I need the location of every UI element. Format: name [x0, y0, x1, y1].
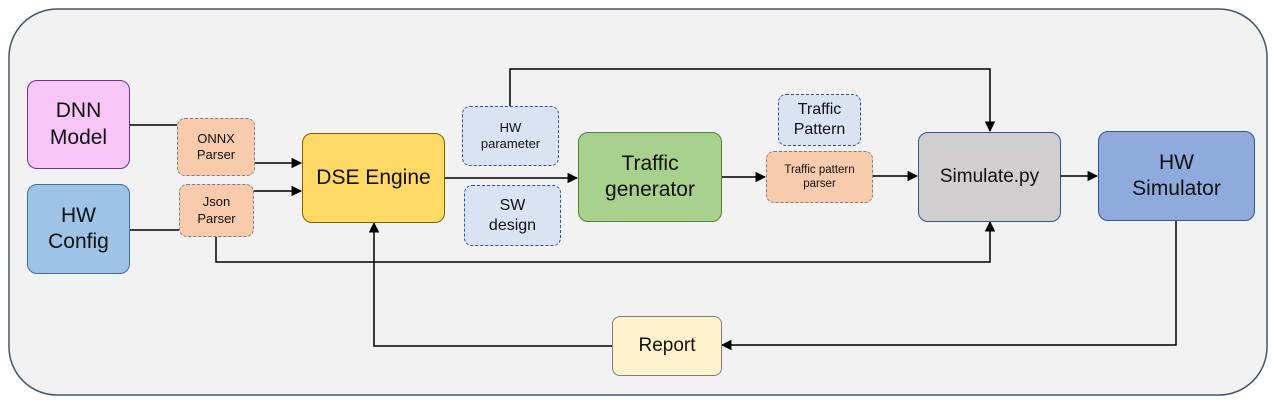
dnn-model-label-line2: Model	[49, 125, 108, 149]
hw-config-label-line2: Config	[48, 230, 109, 253]
dse-engine-node: DSE Engine	[302, 133, 445, 223]
onnx-parser-node: ONNX Parser	[177, 118, 255, 176]
traffic-pattern-label-line2: Pattern	[793, 121, 846, 138]
traffic-pattern-label-line1: Traffic	[797, 101, 842, 118]
hw-parameter-node: HW parameter	[462, 106, 559, 166]
dnn-model-node: DNN Model	[27, 80, 130, 169]
json-parser-label-line1: Json	[202, 194, 231, 210]
report-label: Report	[638, 335, 696, 357]
traffic-pattern-parser-label-line2: parser	[803, 178, 836, 190]
arrow-hw-simulator-to-report	[720, 220, 1177, 351]
onnx-parser-label-line1: ONNX	[197, 130, 235, 146]
dnn-model-label-line1: DNN	[55, 99, 102, 123]
sw-design-label-line1: SW	[499, 196, 526, 214]
hw-config-label-line1: HW	[61, 203, 96, 227]
traffic-generator-label-line2: generator	[605, 178, 695, 201]
hw-simulator-label-line1: HW	[1159, 150, 1194, 174]
report-node: Report	[612, 316, 722, 376]
arrow-report-to-dse	[368, 221, 612, 347]
sw-design-label-line2: design	[488, 216, 537, 234]
hw-parameter-label-line1: HW	[499, 119, 522, 135]
traffic-pattern-parser-label-line1: Traffic pattern	[784, 163, 855, 176]
traffic-generator-node: Traffic generator	[578, 132, 722, 222]
hw-simulator-label-line2: Simulator	[1132, 177, 1221, 200]
hw-simulator-node: HW Simulator	[1098, 131, 1255, 221]
onnx-parser-label-line2: Parser	[196, 147, 236, 162]
simulate-py-node: Simulate.py	[918, 132, 1061, 222]
traffic-generator-label-line1: Traffic	[621, 151, 679, 175]
hw-parameter-label-line2: parameter	[480, 136, 541, 151]
arrow-top-to-simulate	[509, 68, 996, 133]
traffic-pattern-parser-node: Traffic pattern parser	[766, 151, 873, 203]
json-parser-label-line2: Parser	[197, 210, 236, 226]
hw-config-node: HW Config	[27, 184, 130, 274]
simulate-py-label: Simulate.py	[939, 166, 1040, 188]
json-parser-node: Json Parser	[179, 184, 254, 237]
traffic-pattern-node: Traffic Pattern	[778, 94, 861, 146]
sw-design-node: SW design	[464, 185, 561, 246]
arrow-json-to-simulate	[215, 220, 996, 263]
dse-engine-label: DSE Engine	[316, 165, 431, 189]
